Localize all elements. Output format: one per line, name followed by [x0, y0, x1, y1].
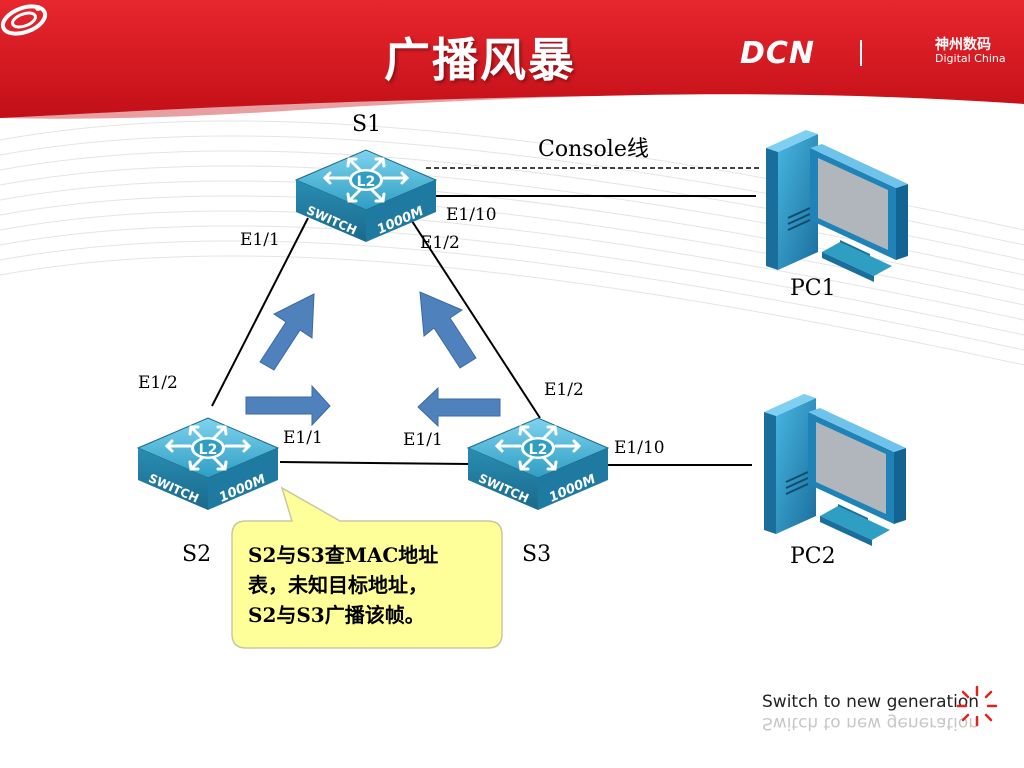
s1-label: S1 — [352, 112, 382, 137]
port-s3-e1-1: E1/1 — [403, 430, 443, 450]
arrow-left — [417, 386, 501, 428]
port-s2-e1-1: E1/1 — [283, 428, 323, 448]
slide-title: 广播风暴 — [384, 33, 576, 87]
s2-label: S2 — [182, 542, 212, 567]
sunburst-icon — [956, 685, 998, 727]
port-s2-e1-2: E1/2 — [138, 373, 178, 393]
arrow-up-left — [259, 293, 315, 371]
callout-text: S2与S3查MAC地址 表，未知目标地址， S2与S3广播该帧。 — [248, 540, 498, 630]
link-s1-s2 — [211, 217, 309, 407]
switch-s2-icon[interactable] — [136, 416, 280, 512]
pc1-icon[interactable] — [765, 129, 909, 283]
port-s1-e1-10: E1/10 — [446, 205, 497, 225]
brand-name-cn: 神州数码 — [935, 37, 991, 53]
callout-line-3: S2与S3广播该帧。 — [248, 603, 425, 627]
console-cable-label: Console线 — [538, 137, 649, 162]
callout-bubble — [231, 486, 503, 649]
pc1-label: PC1 — [790, 276, 836, 301]
arrow-up-right — [419, 291, 477, 369]
pc2-icon[interactable] — [763, 393, 907, 547]
port-s3-e1-2: E1/2 — [544, 380, 584, 400]
brand-dcn-text: DCN — [740, 36, 816, 71]
brand-name-en: Digital China — [935, 52, 1006, 65]
header-background — [0, 0, 1024, 120]
footer-slogan-reflection: Switch to new generation — [762, 713, 980, 733]
links — [211, 195, 756, 466]
header-banner: 广播风暴 DCN 神州数码 Digital China — [0, 0, 1024, 120]
switch-s3-icon[interactable] — [466, 416, 610, 512]
footer-slogan: Switch to new generation — [762, 692, 980, 712]
callout-line-2: 表，未知目标地址， — [248, 573, 428, 597]
link-s1-s3 — [409, 217, 541, 419]
link-s2-s3 — [279, 461, 471, 465]
s3-label: S3 — [522, 542, 552, 567]
pc2-label: PC2 — [790, 544, 836, 569]
brand-separator — [860, 40, 862, 66]
callout-line-1: S2与S3查MAC地址 — [248, 543, 439, 567]
port-s1-e1-2: E1/2 — [420, 233, 460, 253]
arrow-right — [245, 384, 331, 427]
port-s1-e1-1: E1/1 — [240, 230, 280, 250]
port-s3-e1-10: E1/10 — [614, 438, 665, 458]
switch-s1-icon[interactable] — [294, 148, 438, 244]
swirl-logo-icon — [0, 4, 48, 36]
